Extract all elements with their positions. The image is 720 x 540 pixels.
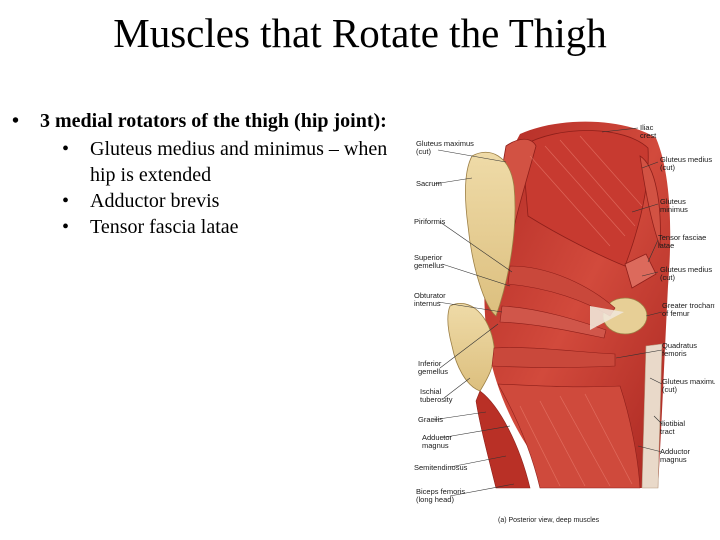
bullet-item: • 3 medial rotators of the thigh (hip jo… [12, 108, 402, 240]
tendon-fan [590, 306, 624, 330]
label-semitendinosus: Semitendinosus [414, 463, 468, 472]
label-greater-trochanter: Greater trochanterof femur [662, 301, 715, 318]
sub-bullet-list: • Gluteus medius and minimus – when hip … [40, 136, 402, 240]
figure-caption: (a) Posterior view, deep muscles [498, 517, 600, 524]
label-gluteus-maximus-cut: Gluteus maximus(cut) [662, 377, 715, 394]
sub-bullet-item: • Gluteus medius and minimus – when hip … [62, 136, 402, 188]
label-piriformis: Piriformis [414, 217, 445, 226]
gemellus-shape [499, 305, 607, 339]
sub-bullet-text: Gluteus medius and minimus – when hip is… [90, 138, 388, 186]
anatomy-illustration: Gluteus maximus(cut) Sacrum Piriformis S… [410, 116, 715, 534]
bullet-text: 3 medial rotators of the thigh (hip join… [40, 110, 387, 132]
sub-bullet-item: • Tensor fascia latae [62, 214, 402, 240]
left-label-group: Gluteus maximus(cut) Sacrum Piriformis S… [414, 139, 474, 504]
tensor-fasciae-latae-shape [624, 253, 657, 289]
label-leaders [431, 127, 663, 497]
bullet-marker: • [62, 216, 70, 238]
bullet-marker: • [62, 190, 70, 212]
label-sacrum: Sacrum [416, 179, 442, 188]
slide-title: Muscles that Rotate the Thigh [113, 10, 607, 56]
label-biceps-femoris: Biceps femoris(long head) [416, 487, 465, 504]
iliotibial-tract-shape [641, 343, 663, 489]
label-gluteus-maximus: Gluteus maximus(cut) [416, 139, 474, 156]
adductor-magnus-shape [497, 383, 641, 489]
label-gluteus-medius-cut: Gluteus medius(cut) [660, 155, 712, 172]
sub-bullet-text: Adductor brevis [90, 190, 220, 212]
label-gracilis: Gracilis [418, 415, 443, 424]
muscle-fibres [519, 135, 643, 487]
hip-muscles-drawing: Gluteus maximus(cut) Sacrum Piriformis S… [414, 121, 715, 524]
sub-bullet-text: Tensor fascia latae [90, 216, 239, 238]
gluteus-medius-shape [521, 130, 649, 267]
bullet-marker: • [12, 110, 20, 132]
quadratus-femoris-shape [491, 347, 616, 368]
sub-bullet-item: • Adductor brevis [62, 188, 402, 214]
gluteus-maximus-cut-right [639, 155, 661, 247]
bullet-marker: • [62, 138, 70, 160]
hamstring-shape [475, 390, 531, 489]
sacrum-bone [464, 151, 516, 317]
label-gluteus-medius-cut-2: Gluteus medius(cut) [660, 265, 712, 282]
bullet-list: • 3 medial rotators of the thigh (hip jo… [12, 108, 402, 240]
